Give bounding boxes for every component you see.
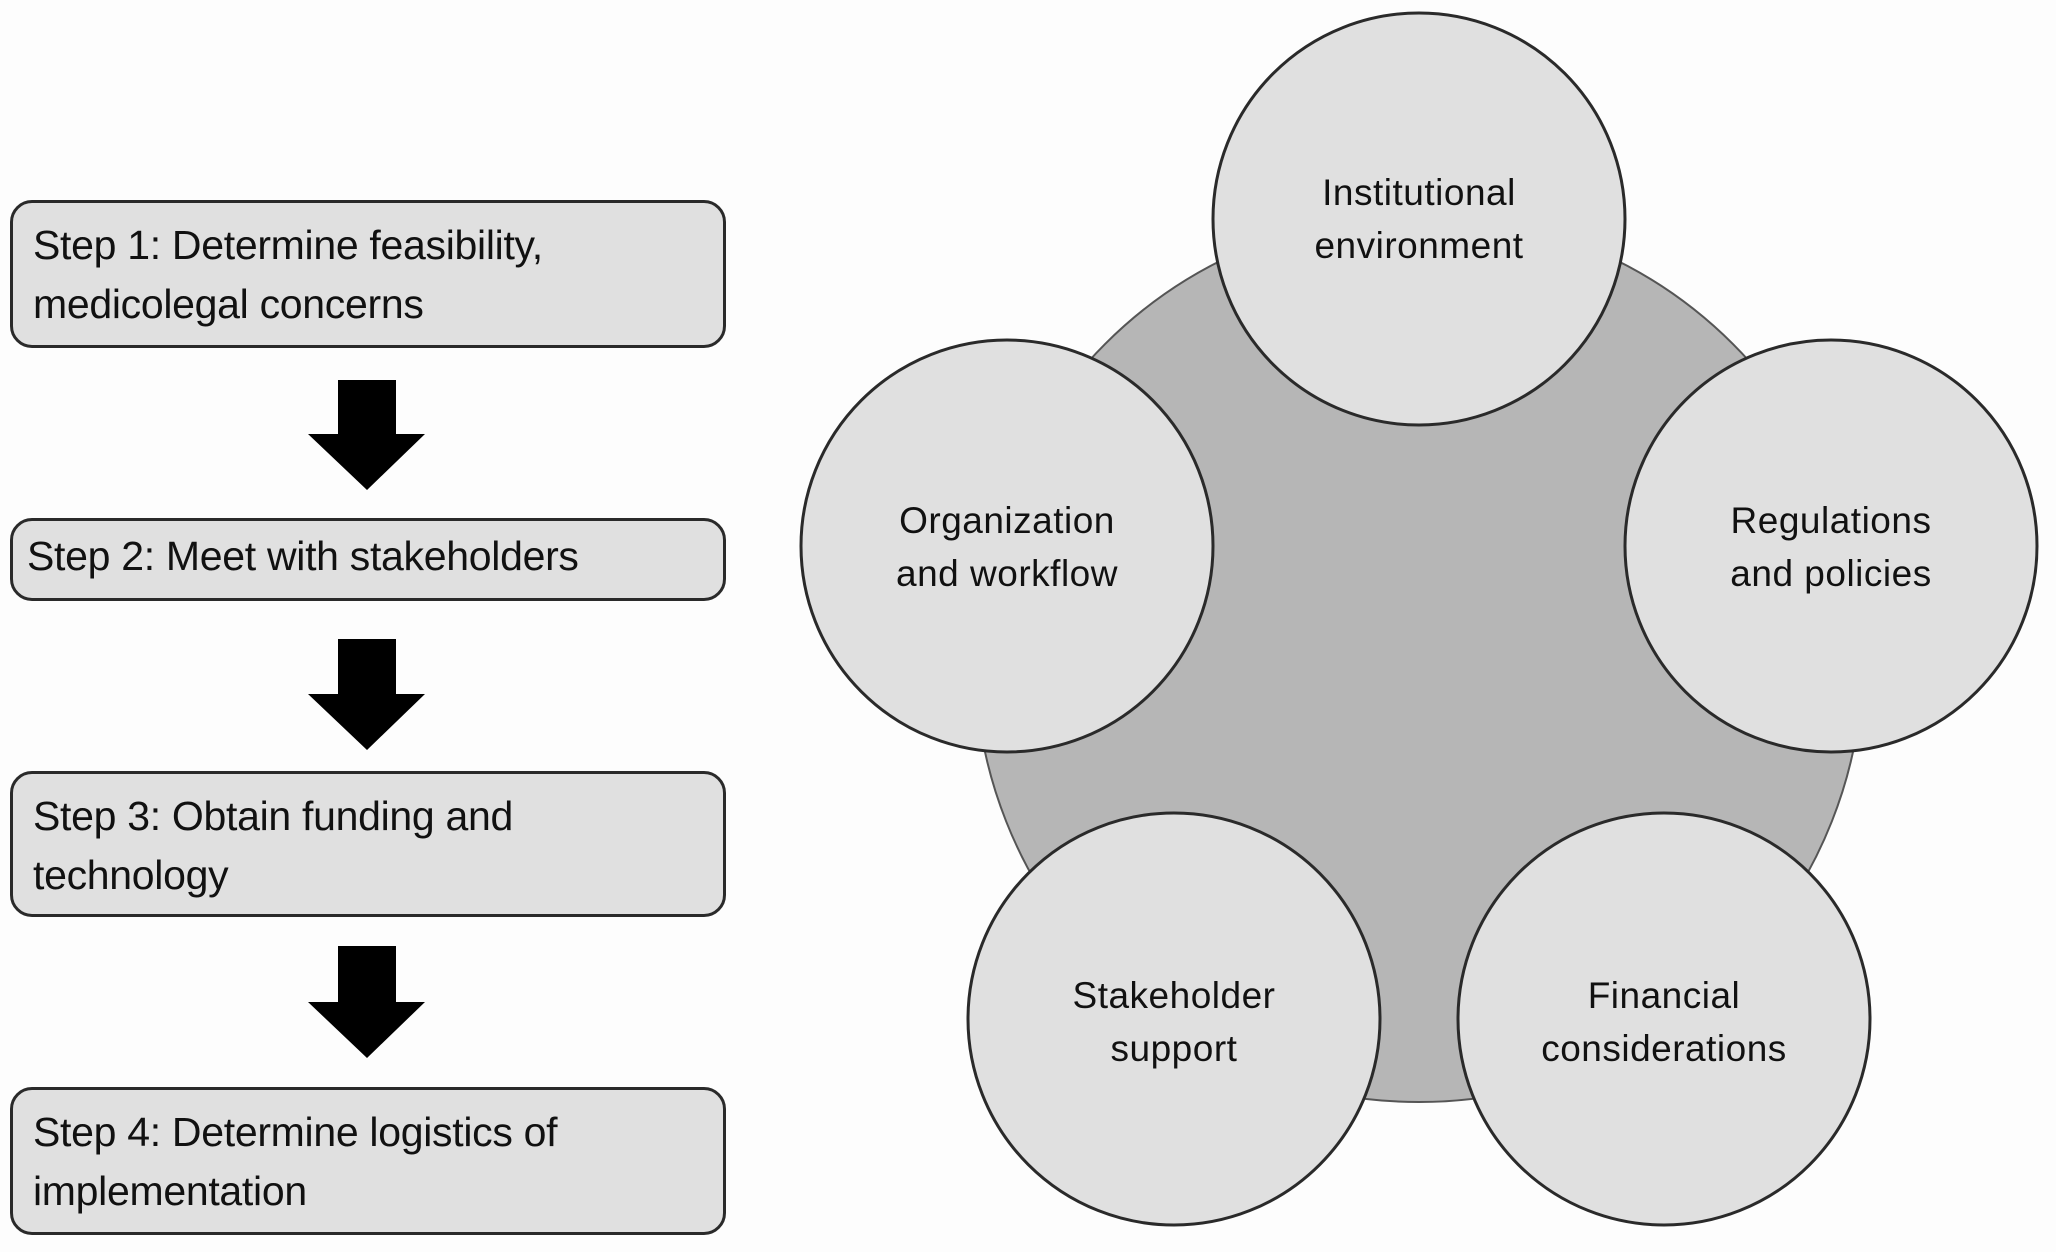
factor-label-line: Financial [1587,975,1741,1016]
factor-circle-financial-considerations [1456,811,1872,1227]
factor-circle-organization-and-workflow [799,338,1215,754]
step-2-line-1: Step 2: Meet with stakeholders [27,533,579,579]
factor-label-regulations-and-policies: Regulations and policies [1631,494,2031,600]
factor-label-line: Regulations [1730,500,1932,541]
factor-label-stakeholder-support: Stakeholder support [974,969,1374,1075]
factor-label-institutional-environment: Institutional environment [1219,166,1619,272]
step-4-line-1: Step 4: Determine logistics of [33,1109,558,1155]
step-3-line-1: Step 3: Obtain funding and [33,793,514,839]
step-box-2: Step 2: Meet with stakeholders [10,518,726,601]
step-box-4: Step 4: Determine logistics of implement… [10,1087,726,1235]
step-box-3: Step 3: Obtain funding and technology [10,771,726,917]
step-4-line-2: implementation [33,1168,307,1214]
factor-circle-stakeholder-support [966,811,1382,1227]
down-arrow-icon [308,946,425,1058]
step-box-1: Step 1: Determine feasibility, medicoleg… [10,200,726,348]
factor-label-line: Organization [899,500,1115,541]
factor-label-organization-and-workflow: Organization and workflow [807,494,1207,600]
step-1-line-2: medicolegal concerns [33,281,424,327]
step-3-line-2: technology [33,852,229,898]
factor-circle-regulations-and-policies [1623,338,2039,754]
factor-label-line: environment [1314,225,1524,266]
factor-label-line: and policies [1730,553,1932,594]
factor-label-line: support [1110,1028,1238,1069]
down-arrow-icon [308,639,425,750]
factor-label-line: Institutional [1322,172,1516,213]
factor-label-line: and workflow [896,553,1118,594]
factor-label-line: considerations [1541,1028,1787,1069]
down-arrow-icon [308,380,425,490]
factor-label-line: Stakeholder [1072,975,1276,1016]
step-1-line-1: Step 1: Determine feasibility, [33,222,543,268]
factor-label-financial-considerations: Financial considerations [1464,969,1864,1075]
factor-circle-institutional-environment [1211,11,1627,427]
